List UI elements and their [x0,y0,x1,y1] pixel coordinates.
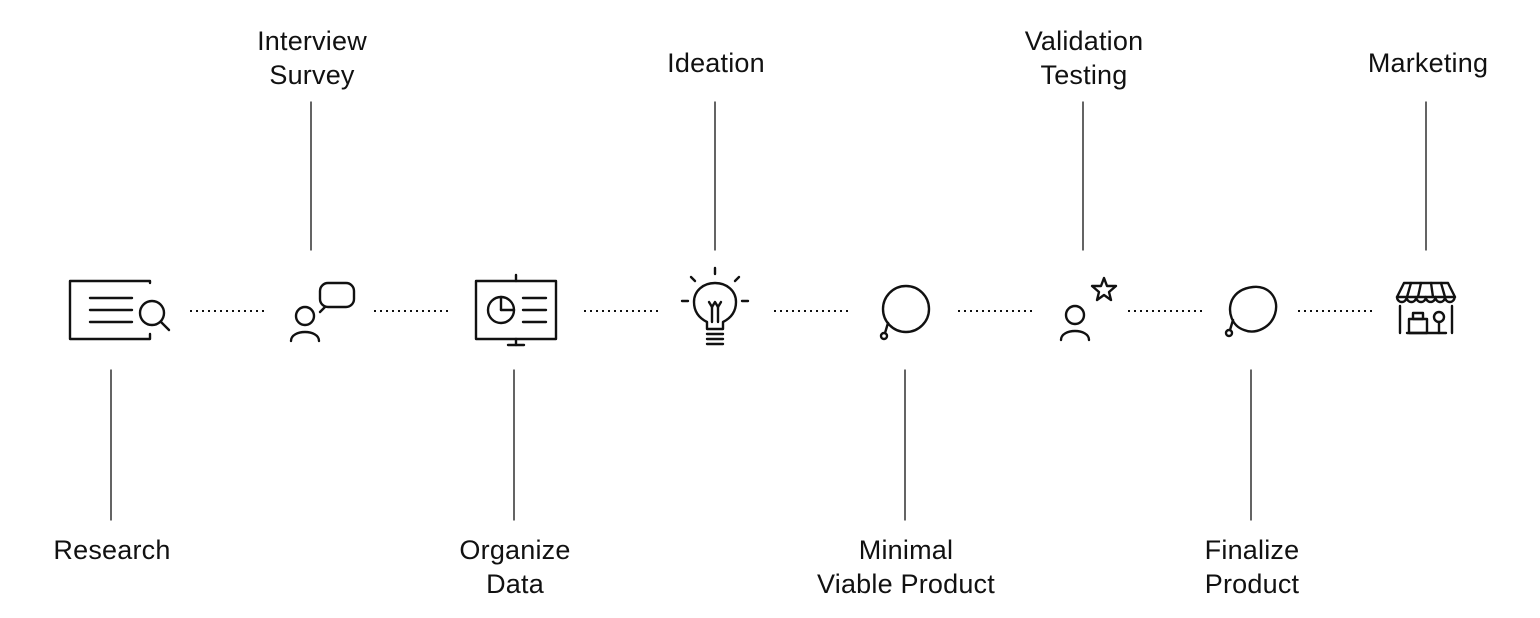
market-stall-icon [1395,281,1457,335]
label-interview-survey-line-2: Survey [269,60,355,90]
label-minimal-viable-product-line-1: Minimal [858,535,954,565]
person-speech-bubble-icon [289,281,356,343]
person-star-icon [1059,276,1118,342]
presentation-board-chart-icon [474,273,558,347]
label-research: Research [53,533,170,567]
label-interview-survey: Interview Survey [257,24,367,92]
label-validation-testing-line-1: Validation [1024,26,1144,56]
lightbulb-icon [680,266,750,346]
label-finalize-product-line-2: Product [1204,569,1300,599]
label-validation-testing: Validation Testing [1025,24,1144,92]
label-interview-survey-line-1: Interview [257,26,367,56]
label-organize-data-line-2: Data [486,569,544,599]
label-ideation-line-1: Ideation [667,48,765,78]
label-ideation: Ideation [667,46,765,80]
label-research-line-1: Research [53,535,171,565]
label-minimal-viable-product: Minimal Viable Product [817,533,995,601]
label-minimal-viable-product-line-2: Viable Product [817,569,995,599]
label-finalize-product: Finalize Product [1205,533,1300,601]
document-search-icon [68,279,171,341]
circle-node-icon [879,284,931,341]
label-validation-testing-line-2: Testing [1040,60,1128,90]
label-organize-data-line-1: Organize [459,535,571,565]
label-organize-data: Organize Data [459,533,570,601]
label-marketing: Marketing [1368,46,1488,80]
stems [110,101,1427,521]
label-marketing-line-1: Marketing [1367,48,1489,78]
blob-node-icon [1224,285,1278,338]
label-finalize-product-line-1: Finalize [1204,535,1300,565]
